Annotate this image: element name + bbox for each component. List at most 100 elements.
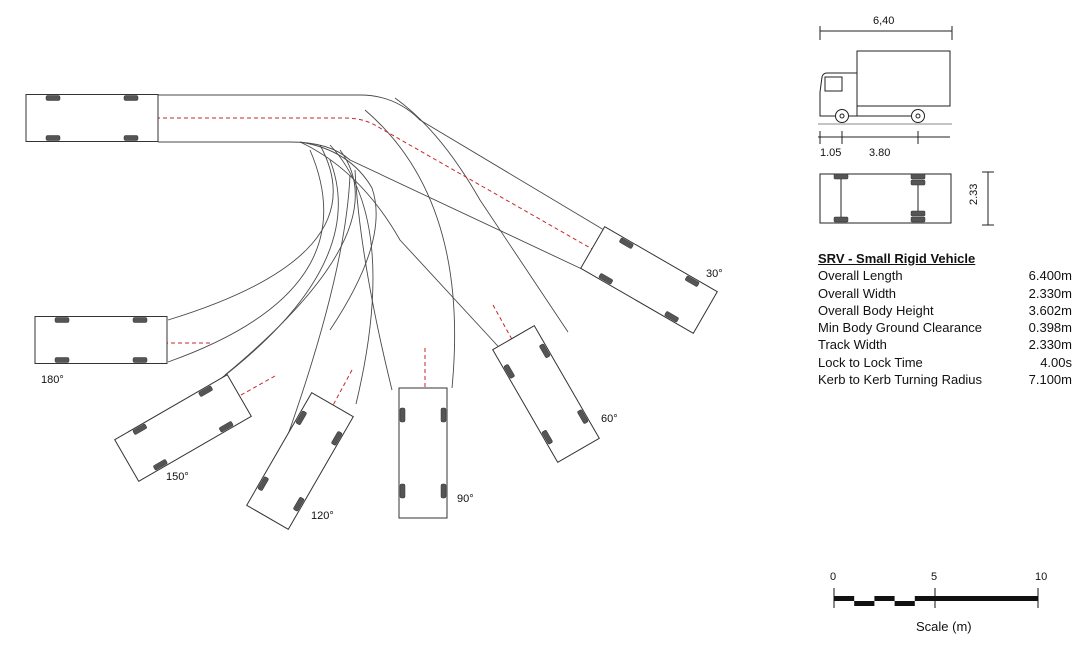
vehicle-wheel: [577, 409, 589, 424]
wheel-side: [911, 109, 925, 123]
wheel-hub: [839, 113, 845, 119]
vehicle-wheel: [123, 135, 139, 141]
swept-path-curve: [224, 149, 356, 376]
wheel-side: [835, 109, 849, 123]
swept-path-curve: [167, 149, 325, 363]
vehicle-wheel: [293, 497, 305, 512]
scale-tick-10: 10: [1035, 571, 1048, 583]
vehicle-wheel: [123, 95, 139, 101]
spec-value: 2.330m: [1028, 337, 1072, 353]
cargo-box: [856, 50, 951, 107]
vehicle-wheel: [440, 483, 447, 499]
spec-label: Min Body Ground Clearance: [818, 320, 983, 336]
vehicle-wheel: [440, 407, 447, 423]
scale-bar: [833, 588, 1039, 608]
spec-label: Overall Width: [818, 285, 897, 301]
vehicle-body: [25, 94, 159, 142]
vehicle-wheel: [598, 273, 613, 285]
spec-value: 4.00s: [1040, 354, 1072, 370]
vehicle-body: [114, 374, 252, 482]
angle-label-60: 60°: [601, 413, 618, 425]
vehicle-body: [246, 392, 354, 530]
vehicle-specification-table: SRV - Small Rigid Vehicle Overall Length…: [818, 250, 1072, 388]
plan-wheel: [833, 173, 849, 180]
dimension-overall-length: 6,40: [873, 15, 895, 27]
vehicle-wheel: [257, 476, 269, 491]
angle-label-150: 150°: [166, 471, 189, 483]
plan-wheel: [910, 173, 926, 180]
spec-row: Lock to Lock Time 4.00s: [818, 354, 1072, 371]
spec-row: Overall Body Height 3.602m: [818, 302, 1072, 319]
spec-value: 3.602m: [1028, 302, 1072, 318]
plan-body: [819, 173, 952, 224]
spec-row: Min Body Ground Clearance 0.398m: [818, 319, 1072, 336]
vehicle-body: [492, 325, 600, 463]
angle-label-30: 30°: [706, 268, 723, 280]
scale-segment: [874, 596, 895, 601]
vehicle-wheel: [45, 95, 61, 101]
vehicle-wheel: [132, 357, 148, 363]
vehicle-turn-60: [492, 325, 600, 463]
swept-path-curve: [354, 169, 393, 391]
vehicle-turn-120: [246, 392, 354, 530]
dimension-width: 2.33: [968, 183, 980, 205]
spec-label: Overall Length: [818, 268, 903, 284]
vehicle-wheel: [331, 431, 343, 446]
swept-path-curve: [167, 144, 334, 321]
plan-wheel: [833, 216, 849, 223]
vehicle-body: [580, 226, 718, 334]
swept-path-curve: [364, 109, 456, 389]
spec-row: Overall Width 2.330m: [818, 285, 1072, 302]
scale-segment: [854, 601, 875, 606]
swept-path-curve: [299, 141, 508, 357]
dimension-front-overhang: 1.05: [820, 147, 842, 159]
vehicle-turn-150: [114, 374, 252, 482]
vehicle-wheel: [198, 385, 213, 397]
swept-path-curve: [394, 97, 569, 333]
vehicle-wheel: [153, 459, 168, 471]
scale-tick-5: 5: [931, 571, 938, 583]
scale-segment-solid: [935, 596, 1038, 601]
spec-label: Lock to Lock Time: [818, 354, 923, 370]
vehicle-wheel: [664, 311, 679, 323]
dimension-wheelbase: 3.80: [869, 147, 891, 159]
vehicle-wheel: [54, 317, 70, 323]
scale-segment: [914, 596, 935, 601]
vehicle-side-elevation: [818, 26, 953, 144]
vehicle-wheel: [45, 135, 61, 141]
vehicle-body: [398, 387, 448, 519]
plan-wheel: [910, 210, 926, 217]
vehicle-wheel: [619, 237, 634, 249]
scale-tick-0: 0: [830, 571, 837, 583]
swept-path-curve: [158, 94, 605, 231]
vehicle-wheel: [399, 483, 406, 499]
vehicle-wheel: [539, 343, 551, 358]
vehicle-wheel: [685, 275, 700, 287]
vehicle-plan-view: [819, 171, 994, 226]
vehicle-turn-30: [580, 226, 718, 334]
vehicle-body: [34, 316, 168, 364]
vehicle-wheel: [295, 410, 307, 425]
vehicle-wheel: [399, 407, 406, 423]
swept-path-curve: [158, 141, 585, 271]
vehicle-wheel: [503, 364, 515, 379]
vehicle-turn-90: [398, 387, 448, 519]
spec-label: Overall Body Height: [818, 302, 934, 318]
vehicle-centre-path: [135, 117, 686, 303]
vehicle-wheel: [132, 423, 147, 435]
wheel-hub: [915, 113, 921, 119]
swept-path-curve: [299, 141, 377, 331]
vehicle-start-position: [25, 94, 159, 142]
spec-value: 2.330m: [1028, 285, 1072, 301]
angle-label-120: 120°: [311, 510, 334, 522]
scale-segment: [834, 596, 855, 601]
spec-label: Kerb to Kerb Turning Radius: [818, 372, 983, 388]
plan-wheel: [910, 216, 926, 223]
spec-value: 6.400m: [1028, 268, 1072, 284]
angle-label-180: 180°: [41, 374, 64, 386]
spec-value: 0.398m: [1028, 320, 1072, 336]
vehicle-wheel: [54, 357, 70, 363]
truck-cab: [819, 72, 858, 117]
